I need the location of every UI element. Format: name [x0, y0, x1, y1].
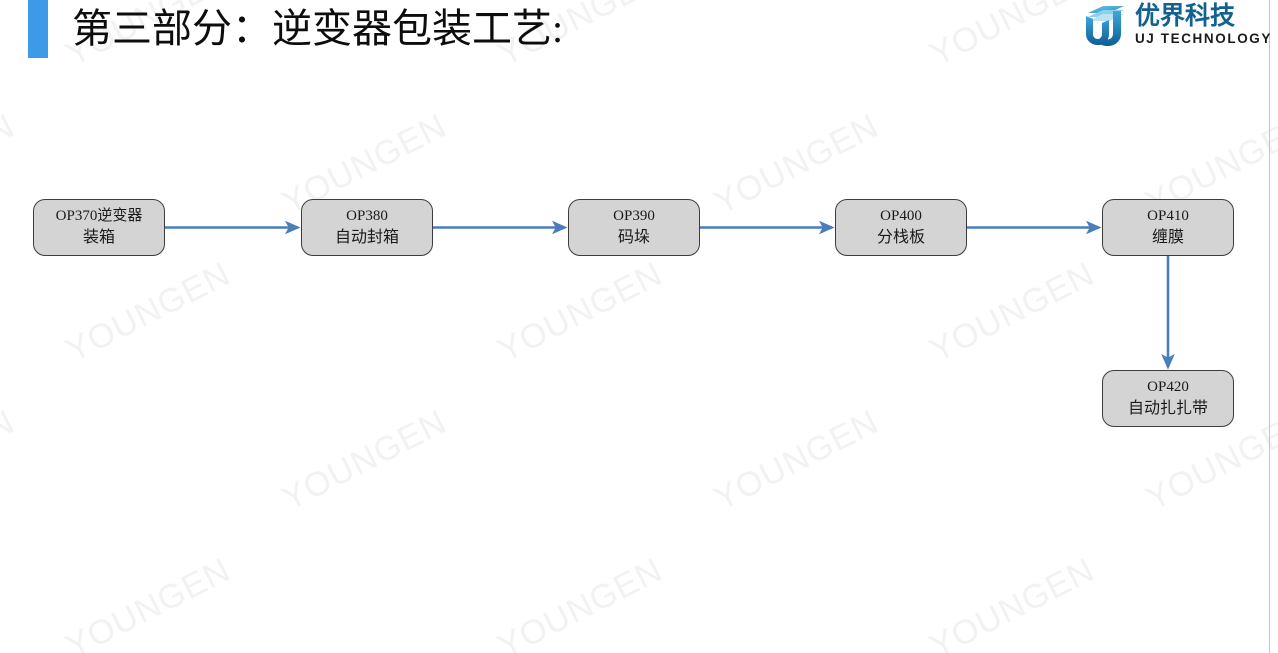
slide-right-border	[1269, 0, 1270, 653]
process-node-op400[interactable]: OP400 分栈板	[835, 199, 967, 256]
title-accent-bar	[28, 0, 48, 58]
node-label: 装箱	[82, 229, 115, 246]
node-label: 自动封箱	[334, 229, 399, 246]
node-label: 缠膜	[1151, 229, 1184, 246]
logo-name-cn: 优界科技	[1134, 2, 1235, 31]
node-code: OP400	[880, 208, 922, 224]
process-node-op390[interactable]: OP390 码垛	[568, 199, 700, 256]
company-logo: 优界科技 UJ TECHNOLOGY	[1083, 2, 1272, 48]
node-code: OP380	[346, 208, 388, 224]
process-node-op420[interactable]: OP420 自动扎扎带	[1102, 370, 1234, 427]
node-label: 码垛	[617, 229, 650, 246]
node-code: OP420	[1147, 379, 1189, 395]
node-label: 自动扎扎带	[1127, 400, 1208, 417]
page-title: 第三部分：逆变器包装工艺:	[72, 6, 564, 51]
node-label: 分栈板	[876, 229, 925, 246]
node-code: OP370逆变器	[55, 208, 143, 224]
process-node-op410[interactable]: OP410 缠膜	[1102, 199, 1234, 256]
process-node-op380[interactable]: OP380 自动封箱	[301, 199, 433, 256]
logo-name-en: UJ TECHNOLOGY	[1134, 31, 1272, 47]
logo-text: 优界科技 UJ TECHNOLOGY	[1135, 4, 1272, 46]
slide-header: 第三部分：逆变器包装工艺:	[0, 0, 1278, 68]
node-code: OP410	[1147, 208, 1189, 224]
process-node-op370[interactable]: OP370逆变器装箱	[33, 199, 165, 256]
uj-logo-mark-icon	[1083, 3, 1129, 47]
node-code: OP390	[613, 208, 655, 224]
